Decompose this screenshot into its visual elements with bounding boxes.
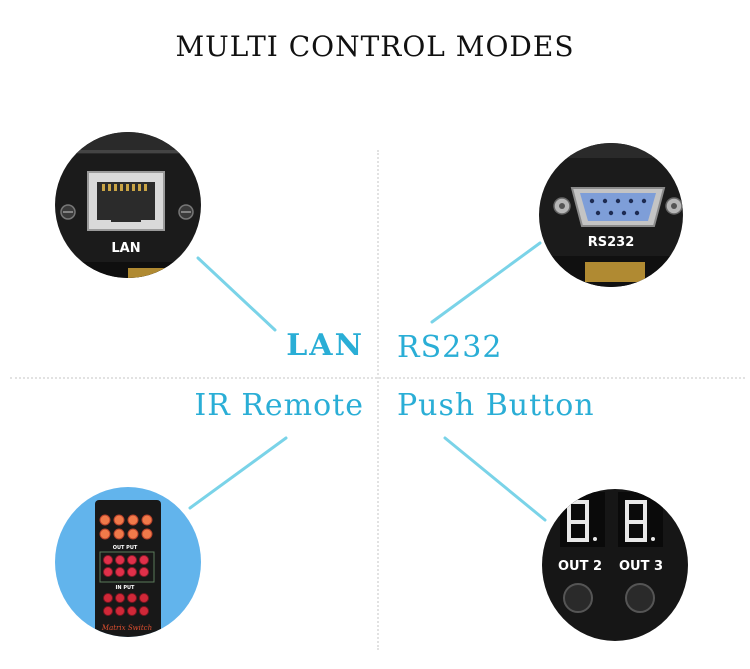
out2-push-button xyxy=(563,583,593,613)
out3-label: OUT 3 xyxy=(619,559,663,574)
remote-input-label: IN PUT xyxy=(116,585,136,591)
connector-line-push xyxy=(443,436,547,522)
connector-line-ir xyxy=(188,436,288,510)
rs232-port-label: RS232 xyxy=(588,235,635,250)
rs232-mode-label: RS232 xyxy=(397,330,503,365)
vertical-divider xyxy=(377,150,379,650)
push-button-photo: OUT 2 OUT 3 xyxy=(542,489,688,641)
out2-label: OUT 2 xyxy=(558,559,602,574)
ir-remote-mode-label: IR Remote xyxy=(194,388,364,423)
connector-line-lan xyxy=(196,256,277,332)
connector-lines xyxy=(188,241,547,522)
page-title: MULTI CONTROL MODES xyxy=(175,30,575,63)
remote-output-label: OUT PUT xyxy=(113,545,138,551)
push-button-mode-label: Push Button xyxy=(397,388,595,423)
lan-mode-label: LAN xyxy=(286,328,364,363)
lan-port-label: LAN xyxy=(111,241,140,256)
connector-line-rs232 xyxy=(430,241,542,324)
out3-push-button xyxy=(625,583,655,613)
remote-brand-label: Matrix Switch xyxy=(101,624,152,632)
rs232-port-photo: RS232 xyxy=(539,143,683,287)
lan-port-photo: LAN xyxy=(55,132,201,278)
ir-remote-photo: OUT PUT IN PUT Matrix Switch xyxy=(55,487,201,637)
